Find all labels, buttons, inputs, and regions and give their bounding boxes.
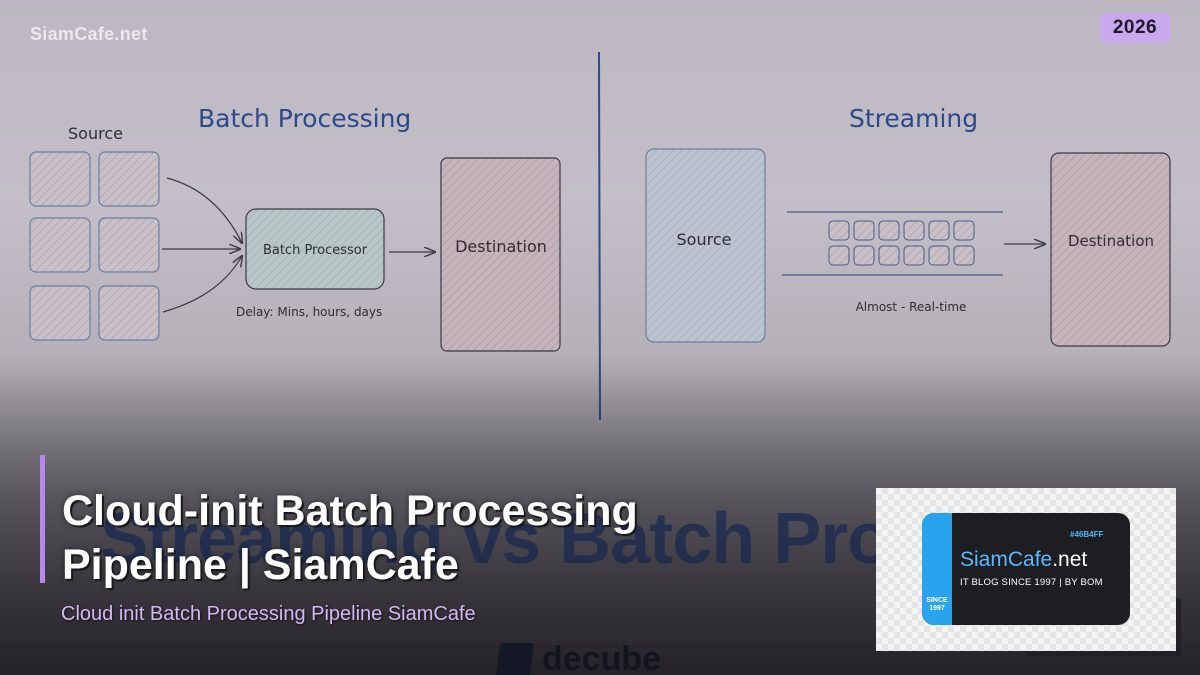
source-block	[29, 151, 91, 207]
source-block	[98, 217, 160, 273]
source-block	[29, 217, 91, 273]
batch-destination-label: Destination	[455, 237, 547, 256]
logo-since-badge: SINCE 1997	[926, 597, 948, 612]
arrow-to-processor	[162, 256, 242, 313]
decube-mark-icon	[495, 642, 535, 675]
year-badge: 2026	[1100, 13, 1170, 43]
logo-hex-code: #46B4FF	[1070, 530, 1104, 539]
decube-logo: decube	[495, 640, 662, 675]
logo-side-strip	[922, 513, 952, 625]
streaming-destination-label: Destination	[1068, 232, 1154, 250]
title-line-2: Pipeline | SiamCafe	[62, 541, 459, 589]
stream-events	[828, 220, 975, 266]
article-title: Cloud-init Batch Processing Pipeline | S…	[62, 484, 842, 592]
article-subtitle: Cloud init Batch Processing Pipeline Sia…	[61, 603, 476, 625]
section-divider	[598, 51, 601, 421]
batch-source-grid	[29, 151, 160, 341]
batch-source-label: Source	[68, 124, 123, 143]
batch-delay-note: Delay: Mins, hours, days	[236, 305, 382, 319]
source-block	[98, 151, 160, 207]
logo-name-accent: SiamCafe	[960, 548, 1053, 571]
decube-wordmark: decube	[542, 640, 662, 675]
logo-name: SiamCafe.net	[960, 548, 1087, 572]
arrow-to-processor	[166, 177, 242, 243]
title-accent-bar	[40, 455, 45, 583]
streaming-source-label: Source	[677, 230, 732, 249]
batch-heading: Batch Processing	[198, 104, 411, 133]
title-line-1: Cloud-init Batch Processing	[62, 487, 638, 535]
logo-name-rest: .net	[1052, 548, 1088, 571]
source-block	[29, 285, 91, 341]
streaming-heading: Streaming	[849, 104, 978, 133]
batch-processor-label: Batch Processor	[263, 243, 368, 258]
logo-tagline: IT BLOG SINCE 1997 | BY BOM	[960, 577, 1103, 588]
site-brand[interactable]: SiamCafe.net	[30, 24, 148, 44]
source-block	[98, 285, 160, 341]
streaming-latency-note: Almost - Real-time	[856, 300, 967, 314]
siamcafe-logo: SINCE 1997 #46B4FF SiamCafe.net IT BLOG …	[922, 513, 1130, 625]
